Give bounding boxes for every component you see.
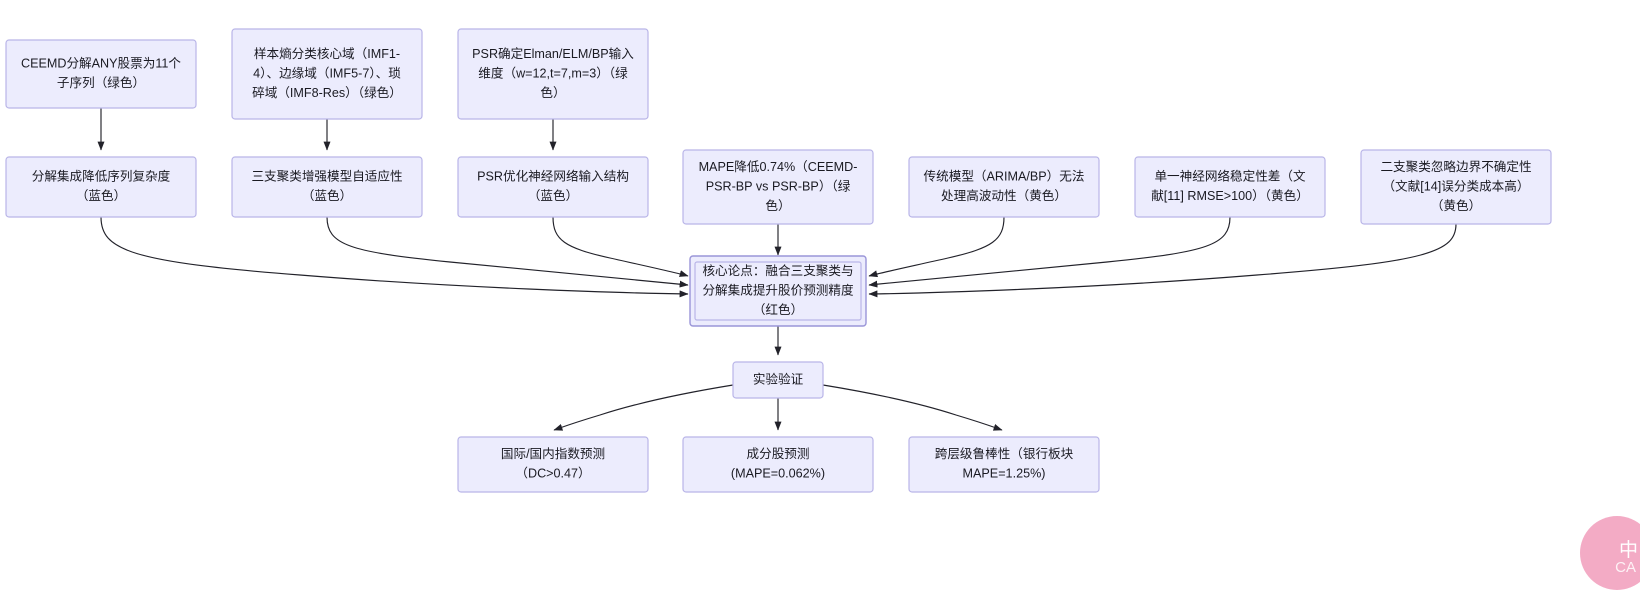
node-label-n10-line-2: （黄色） — [1431, 198, 1481, 213]
node-exp[interactable]: 实验验证 — [732, 361, 824, 399]
node-label-n5-line-0: 三支聚类增强模型自适应性 — [251, 169, 402, 184]
node-label-core-line-0: 核心论点：融合三支聚类与 — [702, 264, 853, 278]
node-n4[interactable]: 分解集成降低序列复杂度 （蓝色） — [5, 156, 197, 218]
node-frame-n6 — [457, 156, 649, 218]
node-label-core-line-1: 分解集成提升股价预测精度 — [702, 282, 854, 297]
edge-exp-to-r1 — [553, 384, 734, 431]
node-frame-n9 — [1134, 156, 1326, 218]
node-label-n3-line-2: 色） — [540, 85, 565, 100]
watermark-secondary-text: CA — [1615, 559, 1636, 576]
node-label-n9-line-1: 献[11] RMSE>100）（黄色） — [1151, 188, 1309, 203]
edge-n6-to-core — [552, 216, 689, 277]
node-frame-n5 — [231, 156, 423, 218]
node-frame-n3 — [457, 28, 649, 120]
node-label-n7-line-1: PSR-BP vs PSR-BP）（绿 — [706, 179, 851, 193]
edge-n8-to-core — [868, 216, 1005, 278]
node-label-n10-line-1: （文献[14]误分类成本高） — [1383, 178, 1530, 193]
node-frame-n8 — [908, 156, 1100, 218]
node-label-n8-line-0: 传统模型（ARIMA/BP）无法 — [924, 170, 1085, 184]
flowchart-canvas: CEEMD分解ANY股票为11个子序列（绿色） 样本熵分类核心域（IMF1- 4）、… — [5, 28, 1640, 590]
node-label-n2-line-0: 样本熵分类核心域（IMF1- — [254, 46, 400, 61]
node-r1[interactable]: 国际/国内指数预测 （DC>0.47） — [457, 436, 649, 493]
node-r3[interactable]: 跨层级鲁棒性（银行板块 MAPE=1.25%) — [908, 436, 1100, 493]
node-frame-n1 — [5, 39, 197, 109]
node-label-n4-line-1: （蓝色） — [76, 188, 126, 203]
node-frame-n2 — [231, 28, 423, 120]
node-n2[interactable]: 样本熵分类核心域（IMF1- 4）、边缘域（IMF5-7）、琐碎域（IMF8-Re… — [231, 28, 423, 120]
node-n10[interactable]: 二支聚类忽略边界不确定性 （文献[14]误分类成本高） （黄色） — [1360, 149, 1552, 225]
node-n5[interactable]: 三支聚类增强模型自适应性 （蓝色） — [231, 156, 423, 218]
node-label-n1-line-1: 子序列（绿色） — [57, 75, 145, 90]
node-frame-n7 — [682, 149, 874, 225]
node-r2[interactable]: 成分股预测 (MAPE=0.062%) — [682, 436, 874, 493]
edge-n10-to-core — [868, 223, 1457, 298]
node-n7[interactable]: MAPE降低0.74%（CEEMD- PSR-BP vs PSR-BP）（绿色） — [682, 149, 874, 225]
node-label-r3-line-0: 跨层级鲁棒性（银行板块 — [935, 447, 1074, 461]
node-label-r2-line-0: 成分股预测 — [747, 447, 810, 461]
node-label-r1-line-0: 国际/国内指数预测 — [501, 447, 605, 461]
node-n9[interactable]: 单一神经网络稳定性差（文献[11] RMSE>100）（黄色） — [1134, 156, 1326, 218]
node-label-core-line-2: （红色） — [753, 302, 803, 317]
edges-layer — [97, 108, 1457, 431]
node-label-n6-line-0: PSR优化神经网络输入结构 — [477, 169, 629, 184]
node-label-n1-line-0: CEEMD分解ANY股票为11个 — [21, 57, 181, 71]
node-label-n7-line-0: MAPE降低0.74%（CEEMD- — [699, 160, 858, 174]
node-label-r3-line-1: MAPE=1.25%) — [963, 467, 1046, 481]
node-label-n9-line-0: 单一神经网络稳定性差（文 — [1154, 169, 1306, 184]
node-label-n5-line-1: （蓝色） — [302, 188, 352, 203]
node-label-n4-line-0: 分解集成降低序列复杂度 — [32, 169, 171, 184]
node-label-n8-line-1: 处理高波动性（黄色） — [941, 188, 1067, 203]
node-label-n2-line-2: 碎域（IMF8-Res）（绿色） — [252, 85, 402, 100]
node-label-n10-line-0: 二支聚类忽略边界不确定性 — [1380, 159, 1531, 174]
node-frame-r2 — [682, 436, 874, 493]
node-frame-n10 — [1360, 149, 1552, 225]
node-label-r2-line-1: (MAPE=0.062%) — [731, 467, 825, 481]
edge-n4-to-core — [100, 216, 689, 298]
core-node-inner-frame — [694, 261, 862, 321]
node-frame-n4 — [5, 156, 197, 218]
edge-n5-to-core — [326, 216, 689, 288]
node-label-n2-line-1: 4）、边缘域（IMF5-7）、琐 — [253, 65, 401, 80]
edge-n9-to-core — [868, 216, 1231, 288]
node-label-r1-line-1: （DC>0.47） — [515, 467, 590, 481]
edge-exp-to-r3 — [822, 384, 1003, 431]
node-label-n7-line-2: 色） — [765, 198, 790, 213]
node-frame-r3 — [908, 436, 1100, 493]
node-n6[interactable]: PSR优化神经网络输入结构 （蓝色） — [457, 156, 649, 218]
node-label-n3-line-0: PSR确定Elman/ELM/BP输入 — [472, 46, 634, 61]
node-label-n6-line-1: （蓝色） — [528, 188, 578, 203]
watermark-badge — [1580, 516, 1640, 590]
node-label-exp-line-0: 实验验证 — [753, 371, 804, 386]
node-frame-exp — [732, 361, 824, 399]
node-frame-r1 — [457, 436, 649, 493]
node-label-n3-line-1: 维度（w=12,t=7,m=3）（绿 — [478, 65, 628, 80]
